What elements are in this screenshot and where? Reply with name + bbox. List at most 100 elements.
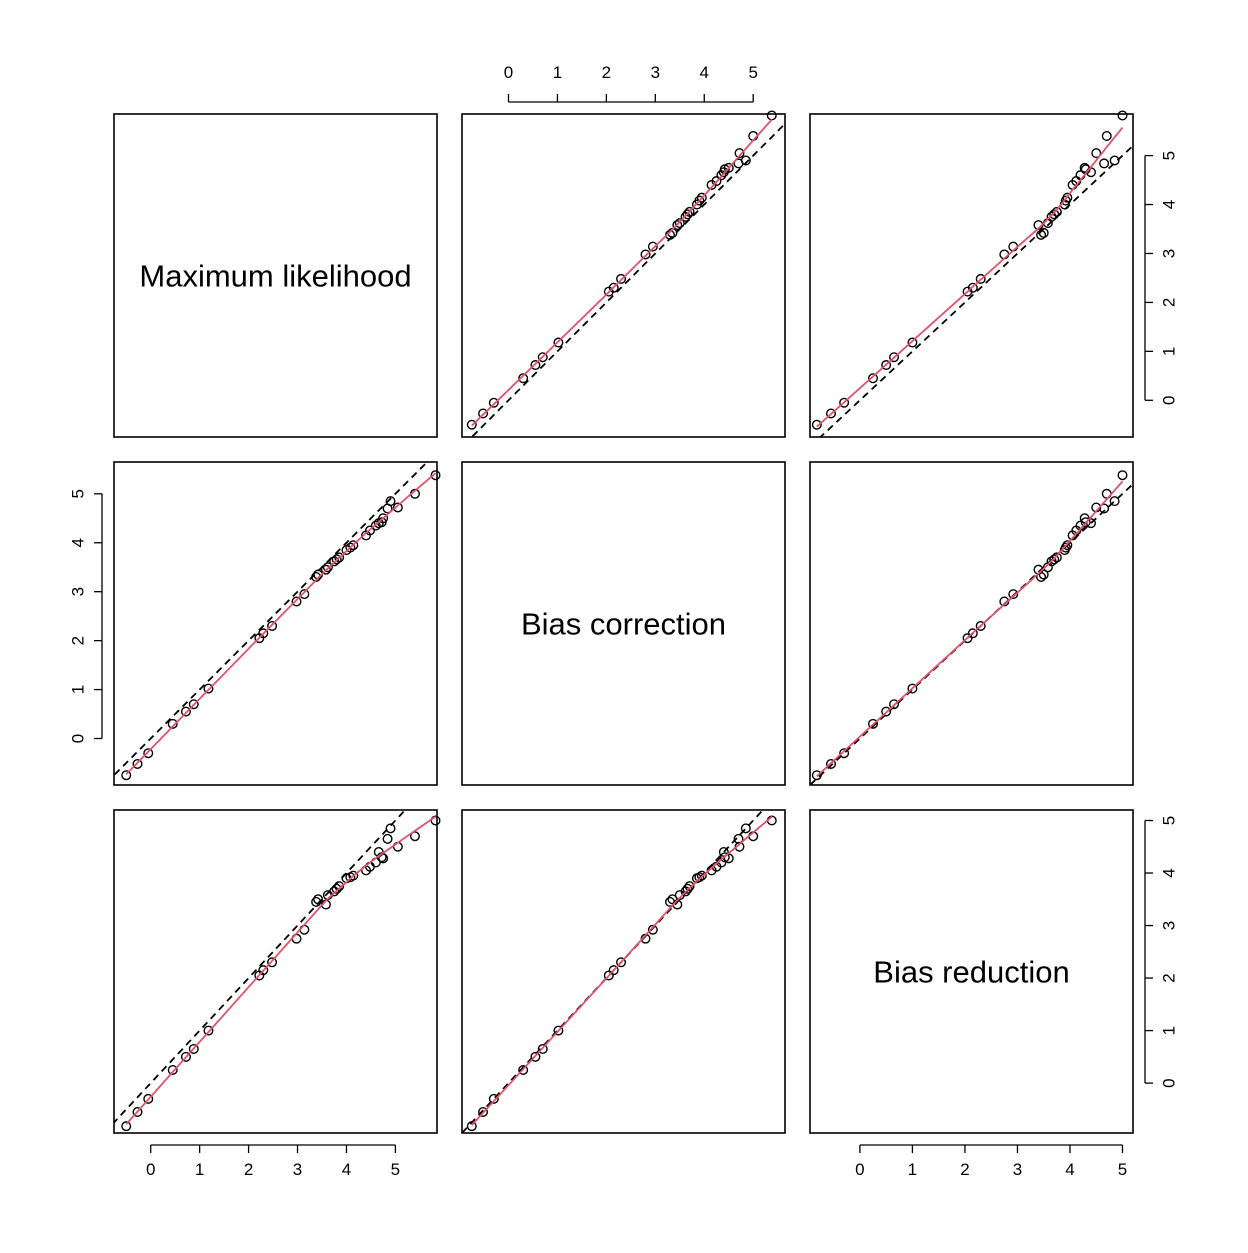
identity-line-r3-c2 [462, 810, 765, 1133]
point-r2-c3-18 [1049, 554, 1060, 565]
point-r3-c1-29 [382, 833, 393, 844]
point-r2-c3-2 [826, 758, 837, 769]
point-r3-c2-22 [696, 870, 707, 881]
point-r3-c1-6 [188, 1043, 199, 1054]
point-r2-c1-24 [364, 525, 375, 536]
point-r2-c1-30 [385, 496, 396, 507]
axis-right-bias-reduction-tick-label-1: 1 [1160, 1026, 1179, 1035]
identity-line-r2-c3 [810, 482, 1133, 785]
point-r2-c3-22 [1062, 540, 1073, 551]
identity-line-r3-c1 [114, 810, 407, 1124]
axis-right-maximum-likelihood-tick-label-0: 0 [1160, 396, 1179, 405]
axis-bottom-maximum-likelihood-tick-label-3: 3 [293, 1160, 302, 1179]
point-r3-c1-4 [167, 1064, 178, 1075]
point-r3-c2-9 [608, 965, 619, 976]
point-r1-c3-33 [1117, 110, 1128, 121]
point-r3-c1-2 [132, 1106, 143, 1117]
point-r1-c3-5 [881, 360, 892, 371]
point-r2-c1-10 [267, 620, 278, 631]
point-r1-c3-31 [1091, 148, 1102, 159]
point-r1-c3-9 [967, 282, 978, 293]
point-r3-c1-7 [203, 1025, 214, 1036]
axis-left-bias-correction-tick-label-2: 2 [69, 636, 88, 645]
axis-top-bias-correction-tick-label-4: 4 [700, 63, 709, 82]
point-r3-c2-12 [647, 924, 658, 935]
point-r2-c3-33 [1117, 470, 1128, 481]
axis-right-bias-reduction-tick-label-4: 4 [1160, 868, 1179, 877]
point-r1-c2-5 [530, 360, 541, 371]
point-r2-c1-12 [299, 589, 310, 600]
point-r2-c3-1 [811, 770, 822, 781]
axis-bottom-maximum-likelihood-tick-label-0: 0 [146, 1160, 155, 1179]
diagonal-label-bias-reduction: Bias reduction [873, 955, 1069, 990]
axis-top-bias-correction-tick-label-5: 5 [748, 63, 757, 82]
axis-bottom-maximum-likelihood-tick-label-5: 5 [391, 1160, 400, 1179]
point-r2-c1-15 [320, 564, 331, 575]
axis-bottom-bias-reduction-tick-label-0: 0 [855, 1160, 864, 1179]
point-r1-c2-11 [640, 249, 651, 260]
axis-top-bias-correction-tick-label-1: 1 [553, 63, 562, 82]
point-r2-c1-19 [334, 552, 345, 563]
axis-right-maximum-likelihood-tick-label-4: 4 [1160, 200, 1179, 209]
point-r3-c1-9 [258, 965, 269, 976]
axis-left-bias-correction-tick-label-0: 0 [69, 734, 88, 743]
point-r1-c2-3 [488, 397, 499, 408]
point-r3-c2-30 [740, 823, 751, 834]
axis-bottom-bias-reduction-tick-label-2: 2 [960, 1160, 969, 1179]
point-r1-c2-21 [694, 195, 705, 206]
point-r1-c3-22 [1062, 192, 1073, 203]
diagonal-label-maximum-likelihood: Maximum likelihood [139, 259, 411, 294]
point-r2-c1-22 [348, 540, 359, 551]
fit-line-r2-c3 [816, 480, 1124, 777]
point-r1-c3-32 [1101, 131, 1112, 142]
axis-bottom-maximum-likelihood-tick-label-2: 2 [244, 1160, 253, 1179]
point-r3-c1-32 [409, 831, 420, 842]
point-r2-c1-2 [132, 758, 143, 769]
fit-line-r3-c1 [125, 815, 437, 1125]
point-r1-c3-14 [1038, 227, 1049, 238]
point-r1-c2-33 [766, 110, 777, 121]
axis-top-bias-correction-tick-label-3: 3 [651, 63, 660, 82]
point-r1-c3-19 [1051, 206, 1062, 217]
point-r2-c1-9 [258, 628, 269, 639]
point-r3-c1-30 [385, 823, 396, 834]
panel-frame-r3-c1 [113, 809, 438, 1134]
point-r1-c3-6 [889, 352, 900, 363]
point-r3-c2-27 [719, 852, 730, 863]
point-r1-c3-29 [1099, 158, 1110, 169]
point-r1-c2-18 [682, 209, 693, 220]
axis-left-bias-correction-tick-label-1: 1 [69, 685, 88, 694]
axis-left-bias-correction-tick-label-3: 3 [69, 587, 88, 596]
diagonal-label-bias-correction: Bias correction [521, 607, 726, 642]
point-r3-c1-1 [121, 1121, 132, 1132]
point-r3-c1-10 [267, 957, 278, 968]
point-r1-c3-7 [907, 337, 918, 348]
panel-frame-r3-c3 [809, 809, 1134, 1134]
point-r3-c2-6 [537, 1043, 548, 1054]
axis-top-bias-correction-tick-label-0: 0 [504, 63, 513, 82]
point-r3-c2-5 [530, 1051, 541, 1062]
axis-left-bias-correction-tick-label-4: 4 [69, 538, 88, 547]
axis-bottom-bias-reduction-tick-label-5: 5 [1118, 1160, 1127, 1179]
point-r1-c3-28 [1079, 162, 1090, 173]
point-r1-c3-30 [1109, 155, 1120, 166]
point-r1-c2-7 [553, 337, 564, 348]
point-r3-c2-3 [488, 1093, 499, 1104]
panel-frame-r3-c2 [461, 809, 786, 1134]
axis-right-maximum-likelihood-tick-label-2: 2 [1160, 298, 1179, 307]
point-r1-c2-19 [684, 206, 695, 217]
fit-line-r1-c2 [471, 118, 773, 427]
point-r1-c3-1 [811, 419, 822, 430]
axis-right-maximum-likelihood-tick-label-1: 1 [1160, 347, 1179, 356]
point-r2-c3-4 [868, 718, 879, 729]
point-r2-c1-18 [331, 554, 342, 565]
point-r3-c1-19 [334, 881, 345, 892]
point-r1-c2-1 [466, 419, 477, 430]
point-r3-c2-10 [616, 957, 627, 968]
point-r1-c2-24 [711, 176, 722, 187]
point-r2-c1-21 [345, 542, 356, 553]
point-r1-c3-18 [1049, 209, 1060, 220]
panel-frame-r1-c1 [113, 113, 438, 438]
